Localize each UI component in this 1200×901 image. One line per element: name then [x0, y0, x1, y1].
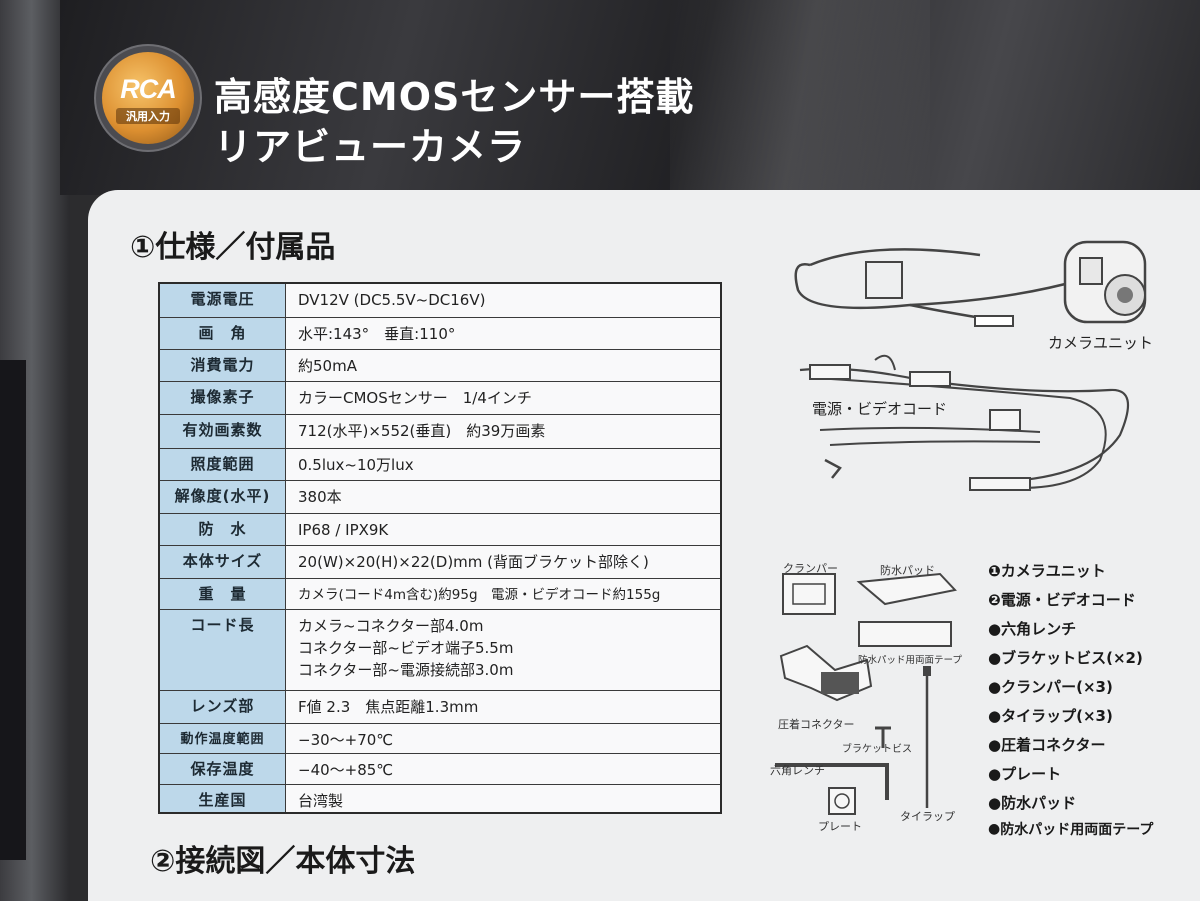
- spec-label: 生産国: [160, 785, 286, 812]
- label-clamper: クランパー: [783, 562, 838, 575]
- label-plate: プレート: [818, 820, 862, 833]
- label-camera-unit: カメラユニット: [1048, 334, 1154, 352]
- spec-value: カメラ~コネクター部4.0m コネクター部~ビデオ端子5.5m コネクター部~電…: [298, 617, 514, 679]
- rca-badge-subtext: 汎用入力: [116, 108, 180, 124]
- bullet-icon: ●: [988, 619, 1002, 638]
- accessory-item: ●六角レンチ: [988, 619, 1077, 639]
- accessory-parts-illustration: [775, 572, 957, 815]
- bullet-icon: ●: [988, 793, 1002, 812]
- number-2-icon: ❷: [988, 590, 1001, 609]
- spec-value: 20(W)×20(H)×22(D)mm (背面ブラケット部除く): [298, 553, 649, 571]
- camera-unit-illustration: [794, 240, 1147, 491]
- accessory-item: ●防水パッド用両面テープ: [988, 821, 1154, 838]
- spec-label: 保存温度: [160, 754, 286, 784]
- spec-row: 電源電圧 DV12V (DC5.5V~DC16V): [160, 284, 720, 318]
- bullet-icon: ●: [988, 764, 1002, 783]
- spec-label: コード長: [160, 610, 286, 690]
- label-crimp-connector: 圧着コネクター: [778, 718, 855, 731]
- spec-row: 有効画素数 712(水平)×552(垂直) 約39万画素: [160, 415, 720, 449]
- spec-value: カラーCMOSセンサー 1/4インチ: [298, 389, 532, 407]
- product-title-line2: リアビューカメラ: [214, 125, 527, 169]
- spec-row: 保存温度 −40～+85℃: [160, 754, 720, 785]
- spec-row: 動作温度範囲 −30～+70℃: [160, 724, 720, 754]
- spec-value: カメラ(コード4m含む)約95g 電源・ビデオコード約155g: [298, 587, 661, 603]
- accessory-item: ●ブラケットビス(×2): [988, 648, 1143, 668]
- spec-label: レンズ部: [160, 691, 286, 723]
- spec-label: 動作温度範囲: [160, 724, 286, 753]
- spec-value: 0.5lux~10万lux: [298, 456, 414, 474]
- spec-value: F値 2.3 焦点距離1.3mm: [298, 698, 479, 716]
- section-title-specs: ①仕様／付属品: [130, 230, 336, 265]
- accessory-item: ●圧着コネクター: [988, 735, 1106, 755]
- spec-row: 生産国 台湾製: [160, 785, 720, 812]
- spec-value: 台湾製: [298, 792, 344, 810]
- label-pad-tape: 防水パッド用両面テープ: [858, 655, 962, 666]
- rca-badge-text: RCA: [120, 74, 177, 104]
- spec-row: コード長 カメラ~コネクター部4.0m コネクター部~ビデオ端子5.5m コネク…: [160, 610, 720, 691]
- number-1-icon: ❶: [988, 561, 1001, 580]
- light-glare: [670, 0, 930, 195]
- spec-row: 撮像素子 カラーCMOSセンサー 1/4インチ: [160, 382, 720, 415]
- spec-row: 照度範囲 0.5lux~10万lux: [160, 449, 720, 481]
- rca-badge-icon: RCA 汎用入力: [102, 52, 194, 144]
- spec-table: 電源電圧 DV12V (DC5.5V~DC16V) 画 角 水平:143° 垂直…: [158, 282, 722, 814]
- product-title-line1: 高感度CMOSセンサー搭載: [214, 75, 695, 119]
- accessory-item: ●防水パッド: [988, 793, 1077, 813]
- spec-value: 水平:143° 垂直:110°: [298, 325, 456, 343]
- bullet-icon: ●: [988, 648, 1002, 667]
- spec-row: 重 量 カメラ(コード4m含む)約95g 電源・ビデオコード約155g: [160, 579, 720, 610]
- spec-value: 約50mA: [298, 357, 357, 375]
- box-left-edge: [0, 0, 70, 901]
- spec-label: 照度範囲: [160, 449, 286, 480]
- spec-row: 画 角 水平:143° 垂直:110°: [160, 318, 720, 350]
- spec-row: 本体サイズ 20(W)×20(H)×22(D)mm (背面ブラケット部除く): [160, 546, 720, 579]
- accessory-item: ●クランパー(×3): [988, 677, 1113, 697]
- spec-label: 電源電圧: [160, 284, 286, 317]
- bullet-icon: ●: [988, 735, 1002, 754]
- spec-label: 解像度(水平): [160, 481, 286, 513]
- header-band: [60, 0, 1200, 195]
- accessory-item: ●タイラップ(×3): [988, 706, 1113, 726]
- spec-label: 防 水: [160, 514, 286, 545]
- bullet-icon: ●: [988, 677, 1002, 696]
- label-bracket-screw: ブラケットビス: [842, 744, 912, 755]
- spec-value: DV12V (DC5.5V~DC16V): [298, 291, 486, 309]
- spec-value: −30～+70℃: [298, 731, 394, 749]
- spec-value: 380本: [298, 488, 342, 506]
- label-hex-wrench: 六角レンチ: [770, 764, 825, 777]
- spec-value: −40～+85℃: [298, 761, 394, 779]
- spec-label: 画 角: [160, 318, 286, 349]
- spec-label: 消費電力: [160, 350, 286, 381]
- section-title-connection: ②接続図／本体寸法: [150, 844, 416, 879]
- box-shadow-edge: [0, 360, 26, 860]
- spec-row: 解像度(水平) 380本: [160, 481, 720, 514]
- bullet-icon: ●: [988, 821, 1001, 837]
- bullet-icon: ●: [988, 706, 1002, 725]
- spec-label: 撮像素子: [160, 382, 286, 414]
- spec-row: 防 水 IP68 / IPX9K: [160, 514, 720, 546]
- label-power-video-cord: 電源・ビデオコード: [812, 400, 948, 418]
- label-waterproof-pad: 防水パッド: [880, 564, 935, 577]
- accessory-item: ●プレート: [988, 764, 1062, 784]
- spec-row: 消費電力 約50mA: [160, 350, 720, 382]
- label-tie-wrap: タイラップ: [900, 810, 955, 823]
- spec-row: レンズ部 F値 2.3 焦点距離1.3mm: [160, 691, 720, 724]
- spec-label: 本体サイズ: [160, 546, 286, 578]
- spec-value: IP68 / IPX9K: [298, 521, 389, 539]
- spec-value: 712(水平)×552(垂直) 約39万画素: [298, 422, 546, 440]
- spec-label: 重 量: [160, 579, 286, 609]
- spec-label: 有効画素数: [160, 415, 286, 448]
